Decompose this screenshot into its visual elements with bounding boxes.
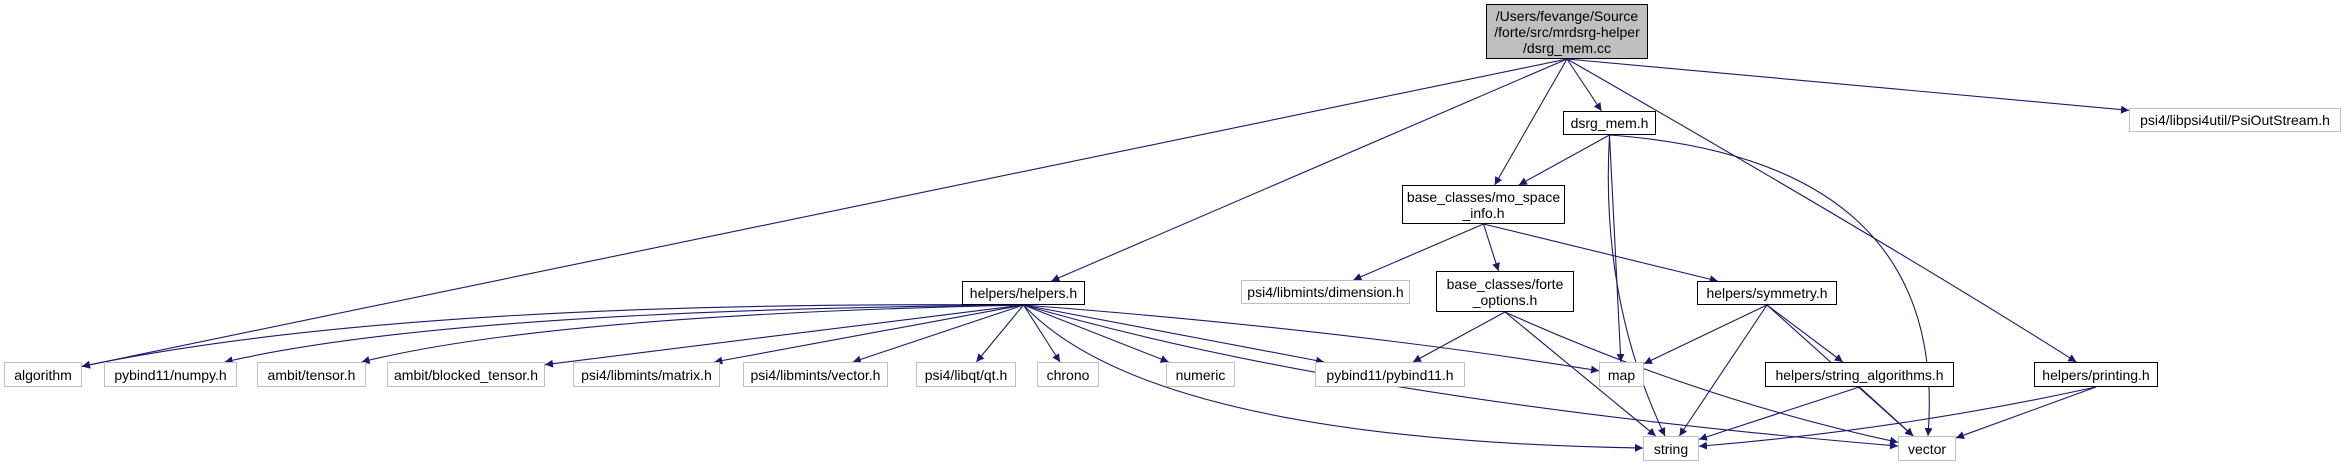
- node-numpy: pybind11/numpy.h: [104, 362, 237, 387]
- edge-symmetry-to-string-algorithms: [1766, 304, 1844, 363]
- node-matrix: psi4/libmints/matrix.h: [573, 362, 720, 387]
- edge-root-to-dsrg-mem-h: [1566, 58, 1602, 112]
- node-dimension: psi4/libmints/dimension.h: [1241, 280, 1410, 304]
- node-vector-h: psi4/libmints/vector.h: [743, 362, 888, 387]
- edge-helpers-to-pybind11: [1023, 304, 1325, 365]
- edge-helpers-to-numeric: [1023, 304, 1169, 363]
- node-string-algorithms[interactable]: helpers/string_algorithms.h: [1765, 362, 1954, 387]
- node-symmetry[interactable]: helpers/symmetry.h: [1697, 281, 1837, 305]
- edge-root-to-helpers: [1051, 58, 1568, 282]
- node-label-line: helpers/symmetry.h: [1706, 285, 1828, 301]
- node-vector: vector: [1898, 436, 1956, 461]
- node-blocked-tensor: ambit/blocked_tensor.h: [387, 362, 545, 387]
- edge-string-algorithms-to-vector: [1859, 386, 1914, 437]
- edge-helpers-to-vector: [1023, 304, 1899, 450]
- node-label-line: /Users/fevange/Source: [1495, 7, 1639, 24]
- node-label-line: _info.h: [1462, 204, 1505, 221]
- node-label-line: base_classes/mo_space: [1406, 188, 1561, 205]
- node-dsrg-mem-h[interactable]: dsrg_mem.h: [1563, 111, 1656, 135]
- edge-helpers-to-chrono: [1023, 304, 1061, 363]
- node-label-line: /forte/src/mrdsrg-helper: [1494, 23, 1640, 40]
- node-label-line: psi4/libmints/dimension.h: [1247, 284, 1404, 300]
- node-label-line: algorithm: [14, 366, 72, 383]
- edge-mo-space-to-forte-options: [1482, 223, 1500, 272]
- node-helpers[interactable]: helpers/helpers.h: [962, 281, 1085, 305]
- node-label-line: psi4/libmints/vector.h: [750, 366, 881, 383]
- edge-dsrg-mem-h-to-string: [1607, 134, 1666, 437]
- node-label-line: dsrg_mem.h: [1570, 115, 1649, 131]
- edge-printing-to-vector: [1955, 386, 2097, 439]
- edge-string-algorithms-to-string: [1698, 386, 1860, 441]
- node-label-line: map: [1607, 366, 1636, 383]
- edge-root-to-printing: [1566, 58, 2077, 363]
- edge-root-to-psioutstream: [1566, 58, 2130, 114]
- node-label-line: numeric: [1175, 366, 1226, 383]
- node-root: /Users/fevange/Source/forte/src/mrdsrg-h…: [1486, 4, 1648, 59]
- node-psioutstream: psi4/libpsi4util/PsiOutStream.h: [2129, 108, 2341, 132]
- edge-root-to-algorithm: [81, 58, 1568, 369]
- edge-dsrg-mem-h-to-map: [1608, 134, 1625, 363]
- node-label-line: _options.h: [1472, 291, 1538, 308]
- node-chrono: chrono: [1037, 362, 1099, 387]
- node-label-line: pybind11/pybind11.h: [1326, 366, 1454, 383]
- node-label-line: helpers/helpers.h: [969, 285, 1078, 301]
- node-printing[interactable]: helpers/printing.h: [2034, 362, 2158, 387]
- edge-root-to-mo-space: [1494, 58, 1568, 186]
- node-label-line: base_classes/forte: [1446, 275, 1564, 292]
- edge-helpers-to-string: [1023, 304, 1644, 452]
- node-forte-options[interactable]: base_classes/forte_options.h: [1436, 271, 1574, 312]
- node-pybind11: pybind11/pybind11.h: [1315, 362, 1465, 387]
- node-map: map: [1599, 362, 1644, 387]
- edge-mo-space-to-dimension: [1353, 223, 1484, 281]
- edge-helpers-to-tensor: [361, 304, 1024, 364]
- node-label-line: psi4/libqt/qt.h: [924, 366, 1008, 383]
- edge-forte-options-to-string: [1504, 311, 1657, 437]
- edge-helpers-to-matrix: [714, 304, 1024, 365]
- node-qt: psi4/libqt/qt.h: [916, 362, 1016, 387]
- node-label-line: chrono: [1046, 366, 1090, 383]
- edge-symmetry-to-string: [1678, 304, 1768, 437]
- edge-helpers-to-blocked-tensor: [544, 304, 1024, 368]
- edge-forte-options-to-vector: [1504, 311, 1899, 445]
- edge-printing-to-string: [1698, 386, 2097, 450]
- edge-helpers-to-qt: [975, 304, 1024, 363]
- node-tensor: ambit/tensor.h: [257, 362, 366, 387]
- edge-symmetry-to-map: [1643, 304, 1768, 365]
- node-label-line: helpers/printing.h: [2042, 366, 2150, 383]
- node-label-line: psi4/libmints/matrix.h: [581, 366, 712, 383]
- node-label-line: ambit/blocked_tensor.h: [394, 366, 538, 383]
- node-numeric: numeric: [1166, 362, 1235, 387]
- node-label-line: psi4/libpsi4util/PsiOutStream.h: [2140, 112, 2330, 128]
- node-label-line: pybind11/numpy.h: [114, 366, 227, 383]
- edge-helpers-to-map: [1023, 304, 1600, 374]
- edge-helpers-to-algorithm: [81, 304, 1024, 369]
- edge-helpers-to-vector-h: [852, 304, 1024, 364]
- node-string: string: [1643, 436, 1699, 461]
- node-label-line: ambit/tensor.h: [267, 366, 356, 383]
- edge-forte-options-to-pybind11: [1412, 311, 1506, 363]
- node-label-line: vector: [1907, 440, 1947, 457]
- node-algorithm: algorithm: [4, 362, 82, 387]
- node-label-line: helpers/string_algorithms.h: [1775, 366, 1944, 383]
- node-label-line: string: [1653, 440, 1689, 457]
- node-mo-space[interactable]: base_classes/mo_space_info.h: [1402, 185, 1565, 224]
- edge-mo-space-to-symmetry: [1483, 223, 1718, 283]
- edge-helpers-to-numpy: [224, 304, 1024, 365]
- node-label-line: /dsrg_mem.cc: [1523, 39, 1611, 56]
- edge-dsrg-mem-h-to-mo-space: [1518, 134, 1610, 186]
